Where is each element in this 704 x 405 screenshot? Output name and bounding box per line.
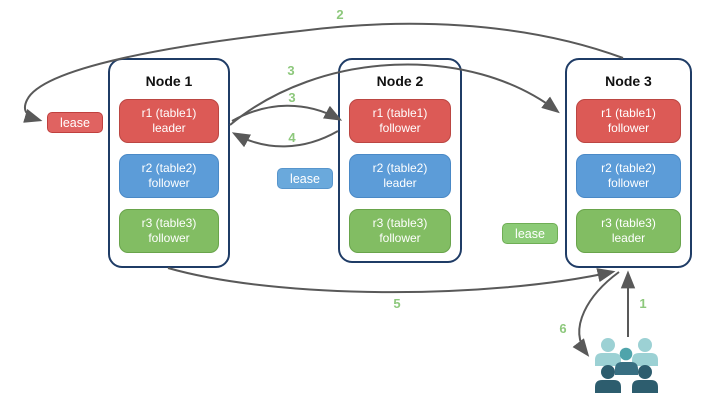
node-1-replica-r1: r1 (table1) leader [119,99,219,143]
replica-name: r3 (table3) [601,216,656,230]
arrow-step-6-node3-to-users [572,271,620,357]
node-1-box: Node 1 r1 (table1) leader r2 (table2) fo… [108,58,230,268]
replica-name: r2 (table2) [601,161,656,175]
arrow-step-3-node1-to-node2 [231,104,343,122]
step-label-2: 2 [336,7,344,22]
arrow-step-5-node1-to-node3 [167,267,616,294]
node-1-replica-r3: r3 (table3) follower [119,209,219,253]
node-3-replica-r3: r3 (table3) leader [576,209,681,253]
node-3-title: Node 3 [605,73,652,89]
person-back-left [595,338,621,366]
person-front-left [595,365,621,393]
replica-role: follower [379,231,421,245]
replica-role: leader [611,231,646,245]
node-2-replica-r1: r1 (table1) follower [349,99,451,143]
node-3-replica-r1: r1 (table1) follower [576,99,681,143]
lease-badge-table3: lease [502,223,558,244]
replica-name: r3 (table3) [141,216,197,230]
replica-role: follower [379,121,421,135]
person-middle [615,347,638,375]
users-group-icon [595,338,658,393]
replica-name: r2 (table2) [141,161,197,175]
replica-name: r1 (table1) [141,106,197,120]
replica-role: follower [607,176,650,190]
replica-role: follower [148,231,190,245]
replica-role: follower [148,176,190,190]
node-3-replica-r2: r2 (table2) follower [576,154,681,198]
node-2-replica-r2: r2 (table2) leader [349,154,451,198]
replica-name: r1 (table1) [372,106,428,120]
replica-role: leader [152,121,186,135]
person-back-right [632,338,658,366]
person-front-right [632,365,658,393]
step-label-6: 6 [559,321,567,336]
step-label-1: 1 [639,296,647,311]
replica-name: r2 (table2) [372,161,428,175]
step-label-3-upper: 3 [287,63,295,78]
replica-role: leader [383,176,417,190]
replica-role: follower [607,121,650,135]
node-2-title: Node 2 [376,73,424,89]
node-2-box: Node 2 r1 (table1) follower r2 (table2) … [338,58,462,263]
lease-badge-table2: lease [277,168,333,189]
node-3-box: Node 3 r1 (table1) follower r2 (table2) … [565,58,692,268]
replica-name: r3 (table3) [372,216,428,230]
replica-name: r1 (table1) [601,106,656,120]
step-label-4: 4 [288,130,296,145]
step-label-3-lower: 3 [288,90,296,105]
lease-badge-table1: lease [47,112,103,133]
node-1-title: Node 1 [145,73,193,89]
node-2-replica-r3: r3 (table3) follower [349,209,451,253]
step-label-5: 5 [393,296,401,311]
node-1-replica-r2: r2 (table2) follower [119,154,219,198]
